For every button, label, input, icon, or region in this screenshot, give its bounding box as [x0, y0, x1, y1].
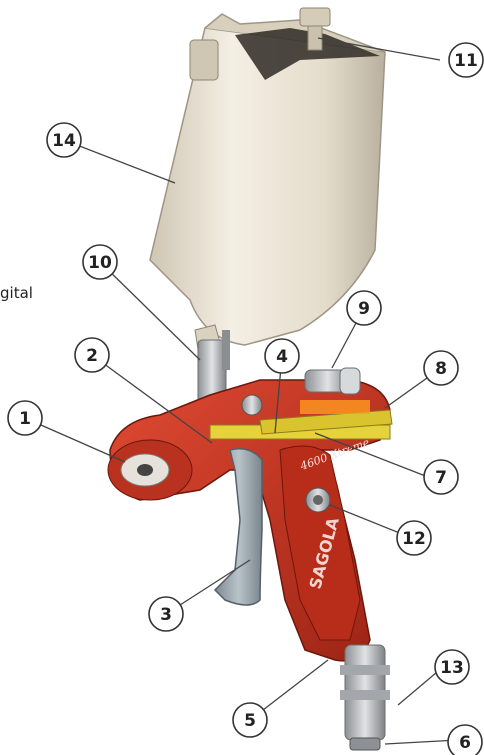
callout-number: 10	[88, 253, 112, 273]
callout-number: 9	[358, 299, 370, 319]
callout-3: 3	[149, 597, 183, 631]
callout-6: 6	[448, 725, 482, 755]
callout-7: 7	[424, 460, 458, 494]
callout-number: 11	[454, 51, 478, 71]
callout-1: 1	[8, 401, 42, 435]
callout-11: 11	[449, 43, 483, 77]
callout-number: 2	[86, 346, 98, 366]
callout-10: 10	[83, 245, 117, 279]
callout-number: 5	[244, 711, 256, 731]
callout-5: 5	[233, 703, 267, 737]
callout-2: 2	[75, 338, 109, 372]
callout-number: 13	[440, 658, 464, 678]
callout-14: 14	[47, 123, 81, 157]
callout-9: 9	[347, 291, 381, 325]
callout-number: 7	[435, 468, 447, 488]
air-cap-nozzle	[108, 440, 192, 500]
callout-8: 8	[424, 351, 458, 385]
callout-number: 12	[402, 529, 426, 549]
callout-number: 14	[52, 131, 76, 151]
fluid-adjust-knob	[305, 368, 360, 394]
air-inlet-fitting	[340, 645, 390, 750]
callout-number: 8	[435, 359, 447, 379]
callout-4: 4	[265, 339, 299, 373]
callout-12: 12	[397, 521, 431, 555]
callout-number: 4	[276, 347, 288, 367]
air-valve-port	[306, 488, 330, 512]
callout-number: 3	[160, 605, 172, 625]
callout-13: 13	[435, 650, 469, 684]
callout-number: 1	[19, 409, 31, 429]
callout-number: 6	[459, 733, 471, 753]
